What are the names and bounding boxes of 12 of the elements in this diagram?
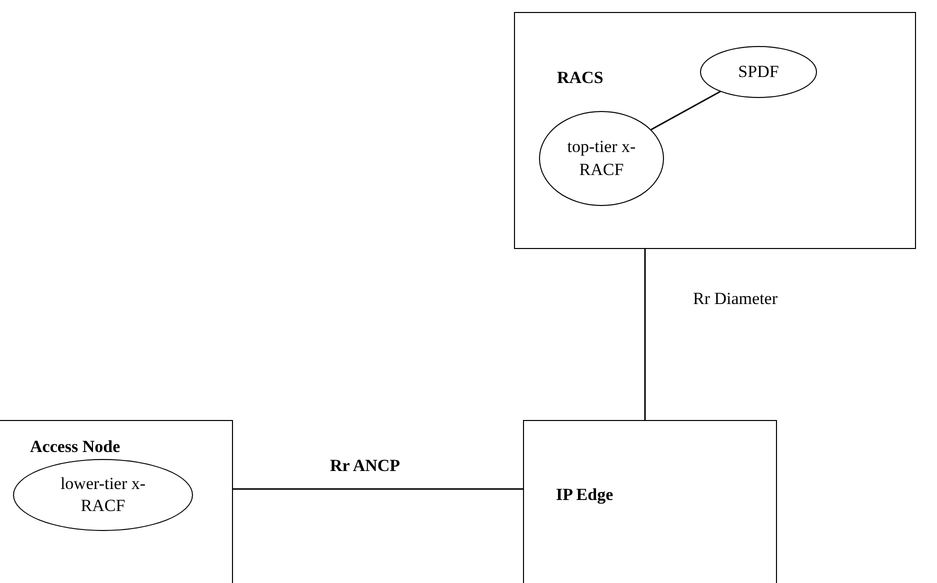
box-title: RACS xyxy=(557,67,604,89)
box-title: IP Edge xyxy=(556,484,614,506)
system-box xyxy=(0,420,233,583)
box-title: Access Node xyxy=(30,436,120,458)
system-box xyxy=(514,12,916,249)
connector-line xyxy=(644,249,646,420)
connector-line xyxy=(233,488,523,490)
node-label: top-tier x-RACF xyxy=(566,136,637,180)
node-label: lower-tier x-RACF xyxy=(59,472,147,517)
system-box xyxy=(523,420,777,583)
connector-line xyxy=(650,90,722,130)
node-label: SPDF xyxy=(738,60,779,83)
